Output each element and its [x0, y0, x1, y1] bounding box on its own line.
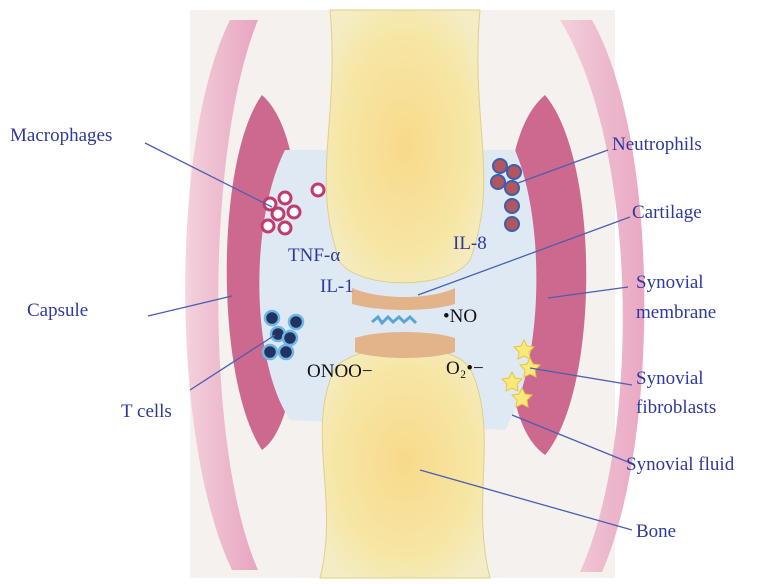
- mediator-il1: IL-1: [320, 276, 354, 297]
- label-synovial-fluid: Synovial fluid: [626, 454, 735, 475]
- mediator-onoo: ONOO−: [307, 361, 373, 382]
- mediator-no: •NO: [443, 306, 477, 327]
- mediator-il8: IL-8: [453, 233, 487, 254]
- mediator-o2: O₂•−: [446, 358, 484, 379]
- cartilage-lower: [355, 332, 455, 358]
- label-neutrophils: Neutrophils: [612, 134, 702, 155]
- label-macrophages: Macrophages: [10, 125, 112, 146]
- label-synovial-fibroblasts-line2: fibroblasts: [636, 397, 716, 418]
- label-t-cells: T cells: [121, 401, 172, 422]
- label-synovial-fibroblasts-line1: Synovial: [636, 368, 704, 389]
- label-synovial-membrane-line2: membrane: [636, 302, 716, 323]
- label-bone: Bone: [636, 521, 676, 542]
- label-synovial-membrane-line1: Synovial: [636, 272, 704, 293]
- mediator-tnf: TNF-α: [288, 245, 340, 266]
- label-cartilage: Cartilage: [632, 202, 702, 223]
- label-capsule: Capsule: [27, 300, 88, 321]
